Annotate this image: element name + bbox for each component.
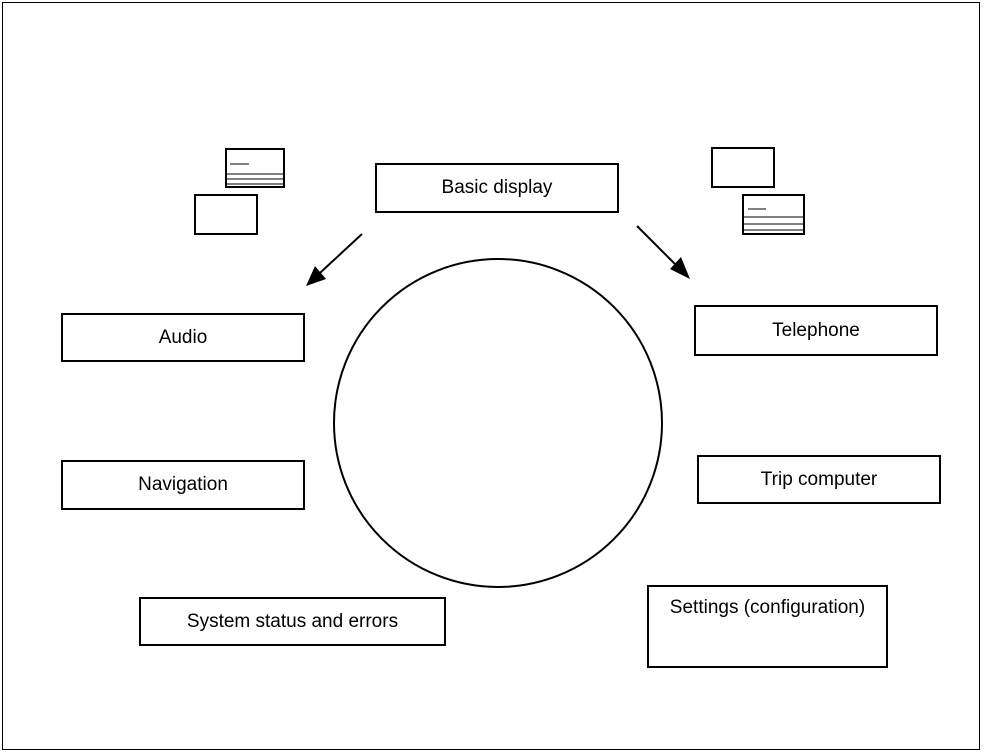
navigation-label: Navigation [138, 474, 228, 495]
screen-blank-icon [711, 147, 775, 188]
telephone-box: Telephone [694, 305, 938, 356]
system-status-box: System status and errors [139, 597, 446, 646]
settings-label: Settings (configuration) [669, 597, 866, 618]
basic-display-box: Basic display [375, 163, 619, 213]
diagram-frame [2, 2, 980, 750]
audio-box: Audio [61, 313, 305, 362]
screen-list-icon [225, 148, 285, 188]
navigation-box: Navigation [61, 460, 305, 510]
screen-list-lines [744, 208, 803, 231]
basic-display-label: Basic display [441, 177, 553, 198]
settings-box: Settings (configuration) [647, 585, 888, 668]
menu-cycle-circle [333, 258, 663, 588]
telephone-label: Telephone [772, 319, 860, 341]
arrowhead-right-icon [670, 257, 690, 279]
audio-label: Audio [158, 326, 208, 348]
trip-computer-box: Trip computer [697, 455, 941, 504]
arrowhead-left-icon [306, 266, 326, 286]
screen-blank-icon [194, 194, 258, 235]
trip-computer-label: Trip computer [760, 468, 878, 490]
system-status-label: System status and errors [186, 610, 399, 632]
screen-list-lines [227, 163, 283, 185]
screen-list-icon [742, 194, 805, 235]
